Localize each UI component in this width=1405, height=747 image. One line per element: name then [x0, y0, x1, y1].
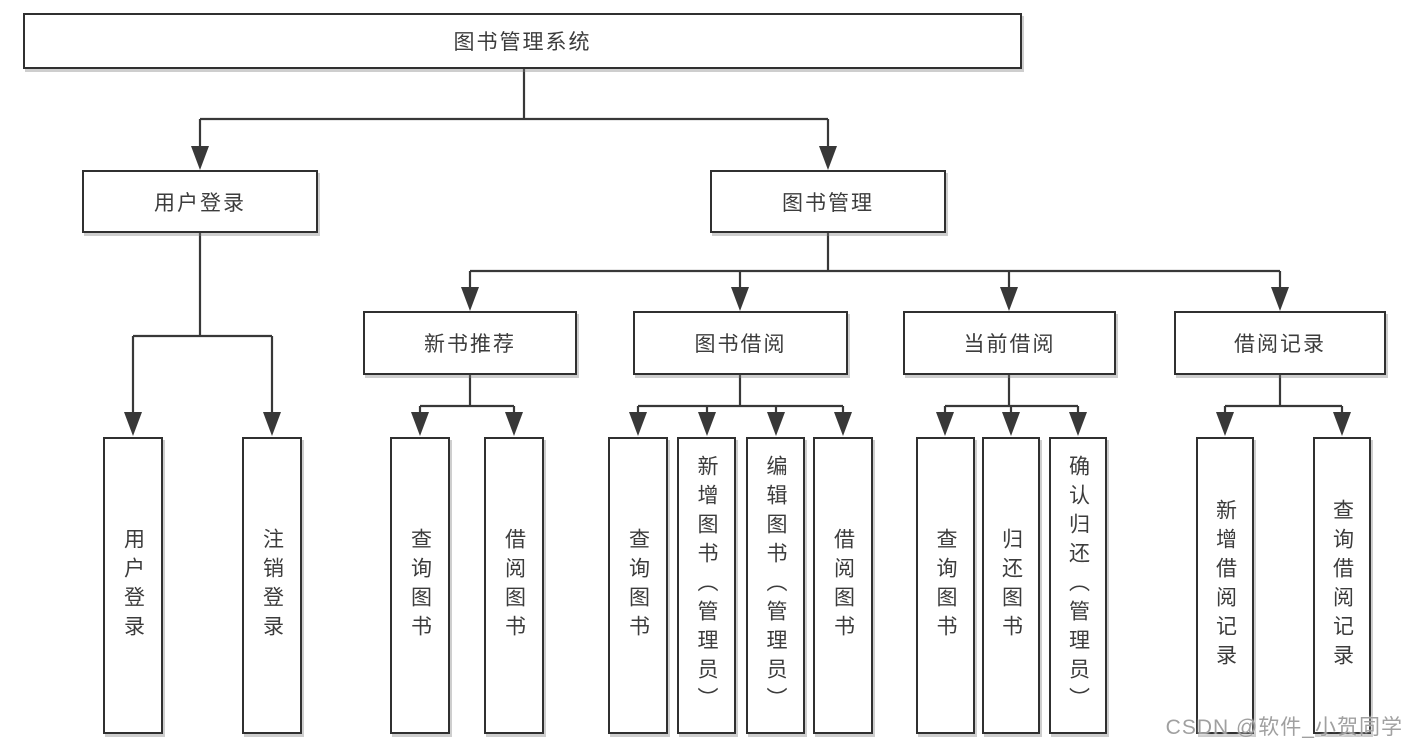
leaf-borrow-borrow-book-label: 借阅图书: [831, 527, 855, 644]
csdn-watermark: CSDN @软件_小贺同学: [1165, 716, 1403, 739]
node-book-management: 图书管理: [710, 170, 946, 233]
node-current-borrow: 当前借阅: [903, 311, 1116, 375]
leaf-user-login: 用户登录: [103, 437, 163, 734]
leaf-newbooks-borrow-book-label: 借阅图书: [502, 527, 526, 644]
node-book-management-label: 图书管理: [782, 191, 874, 215]
leaf-borrow-add-book-admin: 新增图书（管理员）: [677, 437, 736, 734]
leaf-current-confirm-return-admin-label: 确认归还（管理员）: [1066, 455, 1090, 716]
node-book-borrow: 图书借阅: [633, 311, 848, 375]
node-borrow-records: 借阅记录: [1174, 311, 1386, 375]
leaf-user-login-label: 用户登录: [121, 527, 145, 644]
leaf-records-add-record: 新增借阅记录: [1196, 437, 1254, 734]
node-current-borrow-label: 当前借阅: [963, 333, 1056, 356]
leaf-records-add-record-label: 新增借阅记录: [1213, 498, 1237, 673]
leaf-current-query-book: 查询图书: [916, 437, 975, 734]
leaf-newbooks-query-book: 查询图书: [390, 437, 450, 734]
leaf-logout: 注销登录: [242, 437, 302, 734]
leaf-current-return-book-label: 归还图书: [999, 527, 1023, 644]
node-new-book-recommend: 新书推荐: [363, 311, 577, 375]
leaf-borrow-borrow-book: 借阅图书: [813, 437, 873, 734]
leaf-borrow-query-book: 查询图书: [608, 437, 668, 734]
leaf-current-return-book: 归还图书: [982, 437, 1040, 734]
leaf-current-query-book-label: 查询图书: [934, 527, 957, 644]
leaf-newbooks-borrow-book: 借阅图书: [484, 437, 544, 734]
arrowheads: [124, 146, 1351, 436]
node-borrow-records-label: 借阅记录: [1234, 333, 1326, 356]
node-user-login-label: 用户登录: [154, 191, 246, 215]
node-book-borrow-label: 图书借阅: [694, 333, 787, 356]
node-root-label: 图书管理系统: [453, 31, 592, 54]
node-new-book-recommend-label: 新书推荐: [424, 333, 516, 356]
leaf-borrow-edit-book-admin-label: 编辑图书（管理员）: [764, 455, 787, 716]
leaf-records-query-record: 查询借阅记录: [1313, 437, 1371, 734]
leaf-records-query-record-label: 查询借阅记录: [1330, 498, 1354, 673]
leaf-borrow-query-book-label: 查询图书: [626, 527, 650, 644]
leaf-borrow-edit-book-admin: 编辑图书（管理员）: [746, 437, 805, 734]
node-root: 图书管理系统: [23, 13, 1022, 69]
leaf-current-confirm-return-admin: 确认归还（管理员）: [1049, 437, 1107, 734]
leaf-logout-label: 注销登录: [260, 527, 284, 644]
leaf-borrow-add-book-admin-label: 新增图书（管理员）: [695, 455, 718, 716]
node-user-login: 用户登录: [82, 170, 318, 233]
leaf-newbooks-query-book-label: 查询图书: [408, 527, 432, 644]
